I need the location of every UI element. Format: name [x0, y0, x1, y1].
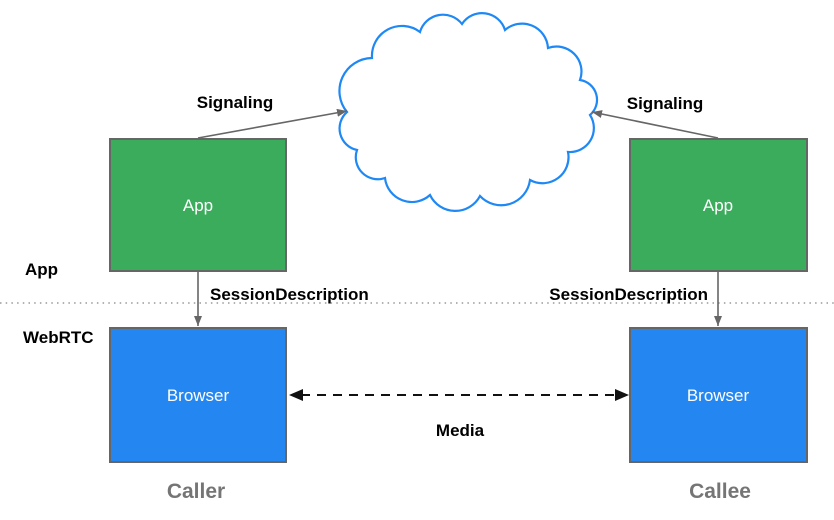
callee-column: App Browser	[629, 138, 808, 463]
signaling-arrow-callee	[591, 110, 719, 139]
webrtc-layer-label: WebRTC	[23, 328, 94, 347]
app-box-callee-label: App	[703, 196, 733, 215]
caller-label: Caller	[167, 480, 225, 503]
media-arrowhead-right-icon	[615, 389, 629, 401]
caller-column: App Browser	[109, 138, 287, 463]
media-arrowhead-left-icon	[289, 389, 303, 401]
network-cloud	[338, 12, 599, 212]
browser-box-caller-label: Browser	[167, 386, 230, 405]
app-box-callee	[629, 138, 808, 272]
session-description-label-right: SessionDescription	[549, 285, 708, 304]
browser-box-callee	[629, 327, 808, 463]
app-box-caller	[109, 138, 287, 272]
browser-box-caller	[109, 327, 287, 463]
signaling-arrow-caller	[197, 108, 348, 139]
media-label: Media	[436, 421, 485, 440]
app-layer-label: App	[25, 260, 58, 279]
browser-box-callee-label: Browser	[687, 386, 750, 405]
signaling-label-right: Signaling	[627, 94, 704, 113]
callee-label: Callee	[689, 480, 751, 503]
session-description-label-left: SessionDescription	[210, 285, 369, 304]
app-box-caller-label: App	[183, 196, 213, 215]
signaling-label-left: Signaling	[197, 93, 274, 112]
